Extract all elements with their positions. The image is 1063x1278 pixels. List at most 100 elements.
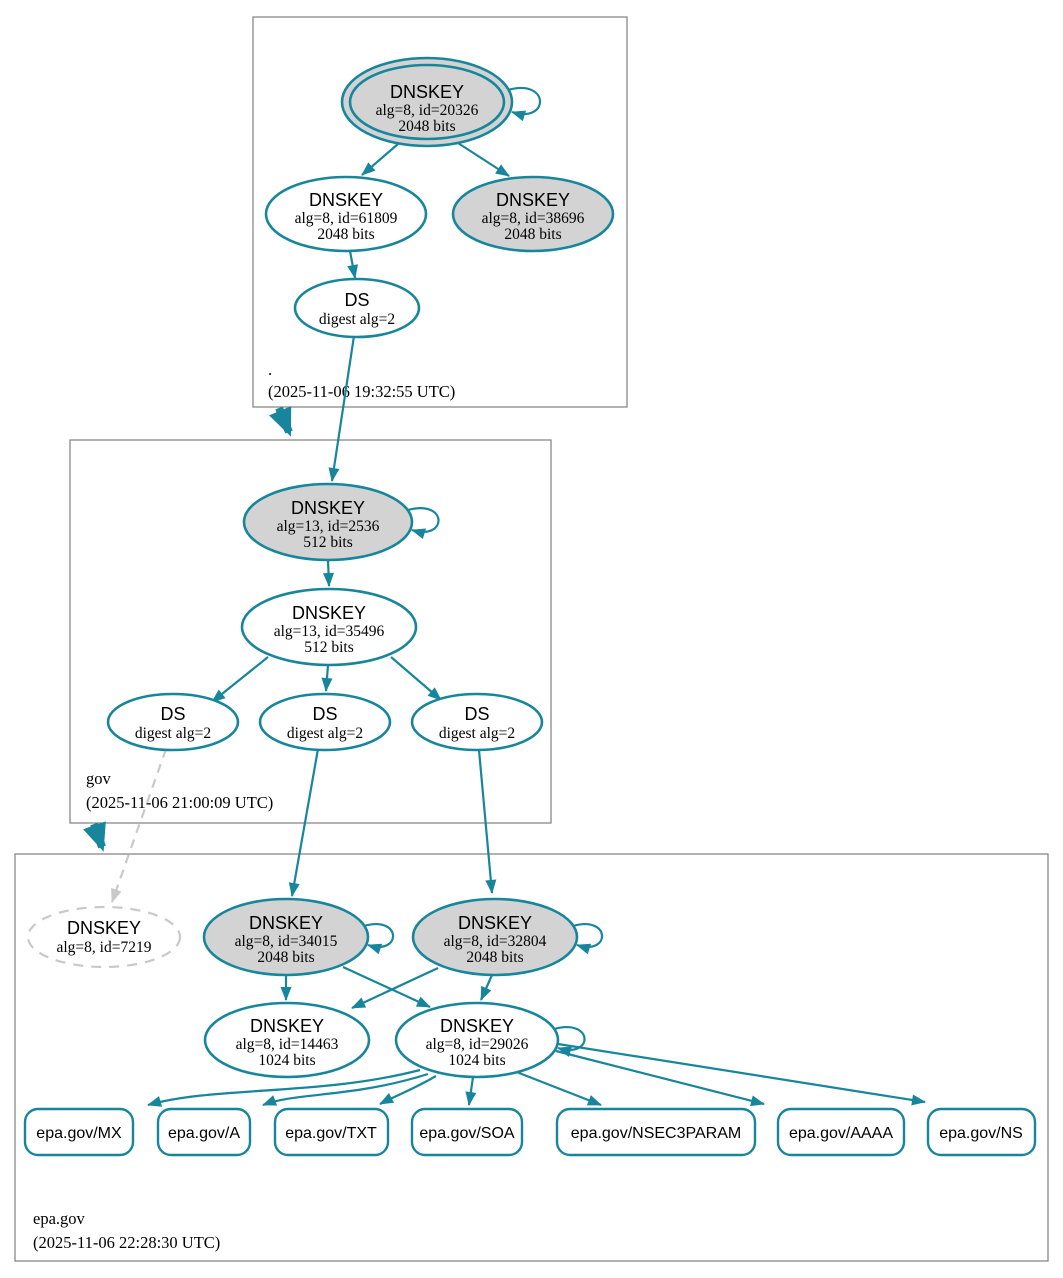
- zone-label-gov: gov: [86, 769, 112, 788]
- node-dnskey-38696-title: DNSKEY: [496, 190, 570, 210]
- node-dnskey-14463-title: DNSKEY: [250, 1016, 324, 1036]
- node-dnskey-61809-shape: [264, 175, 428, 253]
- node-ds-gov-2: DS digest alg=2: [258, 692, 392, 752]
- node-dnskey-35496: DNSKEY alg=13, id=35496 512 bits: [240, 587, 418, 667]
- node-dnskey-7219-missing: DNSKEY alg=8, id=7219: [26, 905, 182, 969]
- rrset-epa-gov-mx: epa.gov/MX: [23, 1107, 135, 1157]
- node-ds-gov-3-shape: [410, 692, 544, 752]
- node-dnskey-14463: DNSKEY alg=8, id=14463 1024 bits: [203, 1001, 371, 1079]
- node-dnskey-61809-title: DNSKEY: [309, 190, 383, 210]
- edge-gov-zsk-to-ds1: [211, 656, 269, 703]
- node-dnskey-20326-detail: alg=8, id=20326: [376, 102, 479, 119]
- node-ds-gov-2-shape: [258, 692, 392, 752]
- selfsig-loop-root-ksk: [507, 87, 542, 122]
- node-dnskey-34015-shape: [202, 897, 370, 977]
- node-dnskey-20326-inner-ring: [348, 63, 506, 141]
- node-dnskey-29026-shape: [394, 1001, 560, 1079]
- edge-root-ksk-to-key2: [457, 142, 510, 177]
- node-ds-gov-3-detail: digest alg=2: [439, 725, 515, 742]
- node-dnskey-32804-title: DNSKEY: [458, 913, 532, 933]
- node-dnskey-29026-title: DNSKEY: [440, 1016, 514, 1036]
- node-dnskey-32804-bits: 2048 bits: [466, 949, 523, 966]
- edge-root-ksk-to-zsk: [361, 143, 399, 176]
- selfsig-loop-epa-zsk2: [553, 1026, 586, 1058]
- rrset-epa-gov-a-label: epa.gov/A: [168, 1125, 240, 1142]
- node-dnskey-38696-shape: [451, 175, 615, 253]
- edge-gov-ds2-to-epa-ksk1: [288, 748, 320, 897]
- node-ds-gov-3: DS digest alg=2: [410, 692, 544, 752]
- node-ds-gov-1-shape: [106, 692, 240, 752]
- rrset-epa-gov-mx-label: epa.gov/MX: [36, 1125, 122, 1142]
- node-ds-gov-1: DS digest alg=2: [106, 692, 240, 752]
- rrset-epa-gov-ns: epa.gov/NS: [926, 1107, 1037, 1157]
- edge-epa-ksk2-to-zsk1: [351, 967, 439, 1009]
- node-dnskey-34015-bits: 2048 bits: [257, 949, 314, 966]
- node-dnskey-35496-detail: alg=13, id=35496: [274, 623, 385, 640]
- node-dnskey-61809-bits: 2048 bits: [317, 226, 374, 243]
- rrset-epa-gov-a-shape: [156, 1107, 252, 1157]
- node-dnskey-35496-title: DNSKEY: [292, 603, 366, 623]
- edge-epa-zsk2-to-aaaa: [555, 1049, 765, 1107]
- node-dnskey-34015-title: DNSKEY: [249, 913, 323, 933]
- node-dnskey-20326-bits: 2048 bits: [398, 118, 455, 135]
- delegation-arrow-gov-to-epa: [83, 821, 106, 852]
- node-dnskey-14463-bits: 1024 bits: [258, 1052, 315, 1069]
- zone-label-epa-gov: epa.gov: [33, 1209, 86, 1228]
- node-dnskey-32804-shape: [411, 897, 579, 977]
- edge-epa-ksk1-to-zsk2: [342, 966, 431, 1008]
- node-dnskey-20326: DNSKEY alg=8, id=20326 2048 bits: [340, 56, 514, 148]
- node-dnskey-2536-bits: 512 bits: [303, 534, 353, 551]
- rrset-epa-gov-aaaa-shape: [776, 1107, 906, 1157]
- rrset-epa-gov-txt: epa.gov/TXT: [273, 1107, 390, 1157]
- zone-box-root: [252, 16, 628, 408]
- zone-timestamp-root: (2025-11-06 19:32:55 UTC): [268, 382, 455, 401]
- rrset-epa-gov-aaaa: epa.gov/AAAA: [776, 1107, 906, 1157]
- edge-gov-ksk-to-zsk: [323, 559, 334, 587]
- node-dnskey-29026-bits: 1024 bits: [448, 1052, 505, 1069]
- selfsig-loop-epa-ksk2: [572, 923, 604, 955]
- node-dnskey-29026: DNSKEY alg=8, id=29026 1024 bits: [394, 1001, 560, 1079]
- edge-epa-zsk2-to-mx: [147, 1068, 421, 1107]
- node-dnskey-14463-shape: [203, 1001, 371, 1079]
- edge-gov-ds1-to-missing-key: [110, 748, 168, 903]
- node-dnskey-61809-detail: alg=8, id=61809: [295, 210, 398, 227]
- node-dnskey-14463-detail: alg=8, id=14463: [236, 1036, 339, 1053]
- edge-epa-ksk2-to-zsk2: [479, 974, 494, 1001]
- delegation-arrow-root-to-gov: [269, 406, 293, 437]
- rrset-epa-gov-mx-shape: [23, 1107, 135, 1157]
- zone-timestamp-epa-gov: (2025-11-06 22:28:30 UTC): [33, 1233, 220, 1252]
- rrset-epa-gov-ns-label: epa.gov/NS: [939, 1125, 1023, 1142]
- node-ds-root-detail: digest alg=2: [319, 311, 395, 328]
- edge-epa-zsk2-to-a: [262, 1072, 429, 1107]
- rrset-epa-gov-soa-label: epa.gov/SOA: [419, 1125, 515, 1142]
- edge-epa-zsk2-to-txt: [379, 1075, 437, 1105]
- node-ds-root-shape: [293, 277, 421, 339]
- node-dnskey-29026-detail: alg=8, id=29026: [426, 1036, 529, 1053]
- rrset-epa-gov-nsec3param: epa.gov/NSEC3PARAM: [555, 1107, 757, 1157]
- edge-epa-zsk2-to-soa: [465, 1076, 477, 1106]
- edge-gov-zsk-to-ds2: [321, 664, 333, 692]
- selfsig-loop-epa-ksk1: [363, 923, 395, 955]
- rrset-epa-gov-nsec3param-label: epa.gov/NSEC3PARAM: [571, 1125, 741, 1142]
- node-ds-root-title: DS: [344, 290, 369, 310]
- zone-label-root: .: [268, 360, 272, 379]
- node-dnskey-38696: DNSKEY alg=8, id=38696 2048 bits: [451, 175, 615, 253]
- node-dnskey-7219-shape: [26, 905, 182, 969]
- node-dnskey-2536-detail: alg=13, id=2536: [277, 518, 380, 535]
- edge-root-zsk-to-ds: [347, 250, 359, 279]
- node-ds-root: DS digest alg=2: [293, 277, 421, 339]
- rrset-epa-gov-aaaa-label: epa.gov/AAAA: [789, 1125, 893, 1142]
- rrset-epa-gov-nsec3param-shape: [555, 1107, 757, 1157]
- node-dnskey-7219-title: DNSKEY: [67, 918, 141, 938]
- rrset-epa-gov-txt-label: epa.gov/TXT: [285, 1125, 377, 1142]
- node-dnskey-34015: DNSKEY alg=8, id=34015 2048 bits: [202, 897, 370, 977]
- node-dnskey-32804-detail: alg=8, id=32804: [444, 933, 547, 950]
- node-dnskey-38696-bits: 2048 bits: [504, 226, 561, 243]
- edge-epa-zsk2-to-nsec3param: [513, 1069, 602, 1107]
- node-ds-gov-2-title: DS: [312, 704, 337, 724]
- node-dnskey-2536-shape: [242, 482, 414, 562]
- edge-gov-ds3-to-epa-ksk2: [477, 749, 497, 894]
- rrset-epa-gov-ns-shape: [926, 1107, 1037, 1157]
- rrset-epa-gov-a: epa.gov/A: [156, 1107, 252, 1157]
- node-dnskey-32804: DNSKEY alg=8, id=32804 2048 bits: [411, 897, 579, 977]
